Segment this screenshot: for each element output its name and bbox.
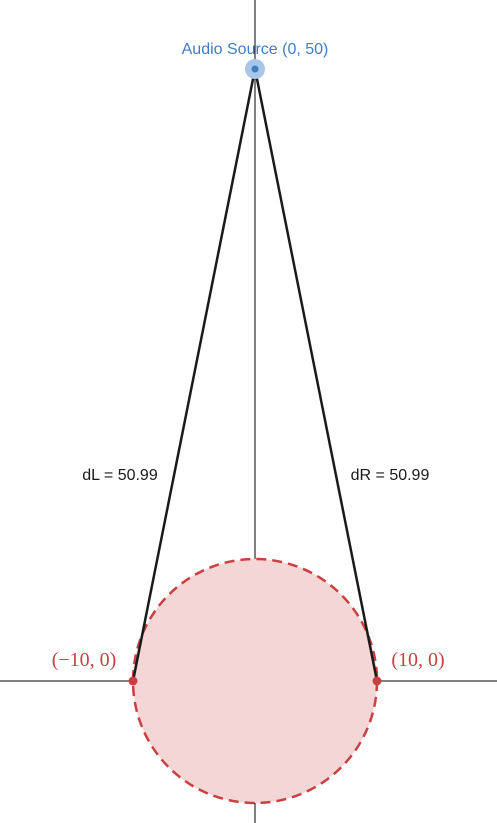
- right-ear-point[interactable]: [372, 676, 382, 686]
- source-point[interactable]: [251, 65, 259, 73]
- right-ear-label: (10, 0): [391, 649, 444, 671]
- left-distance-line: [131, 68, 257, 682]
- left-ear-point[interactable]: [128, 676, 138, 686]
- left-distance-label: dL = 50.99: [82, 467, 158, 484]
- head-circle: [131, 557, 379, 805]
- left-ear-label: (−10, 0): [52, 649, 117, 671]
- source-label: Audio Source (0, 50): [182, 41, 329, 58]
- right-distance-label: dR = 50.99: [351, 467, 430, 484]
- right-distance-line: [253, 68, 379, 682]
